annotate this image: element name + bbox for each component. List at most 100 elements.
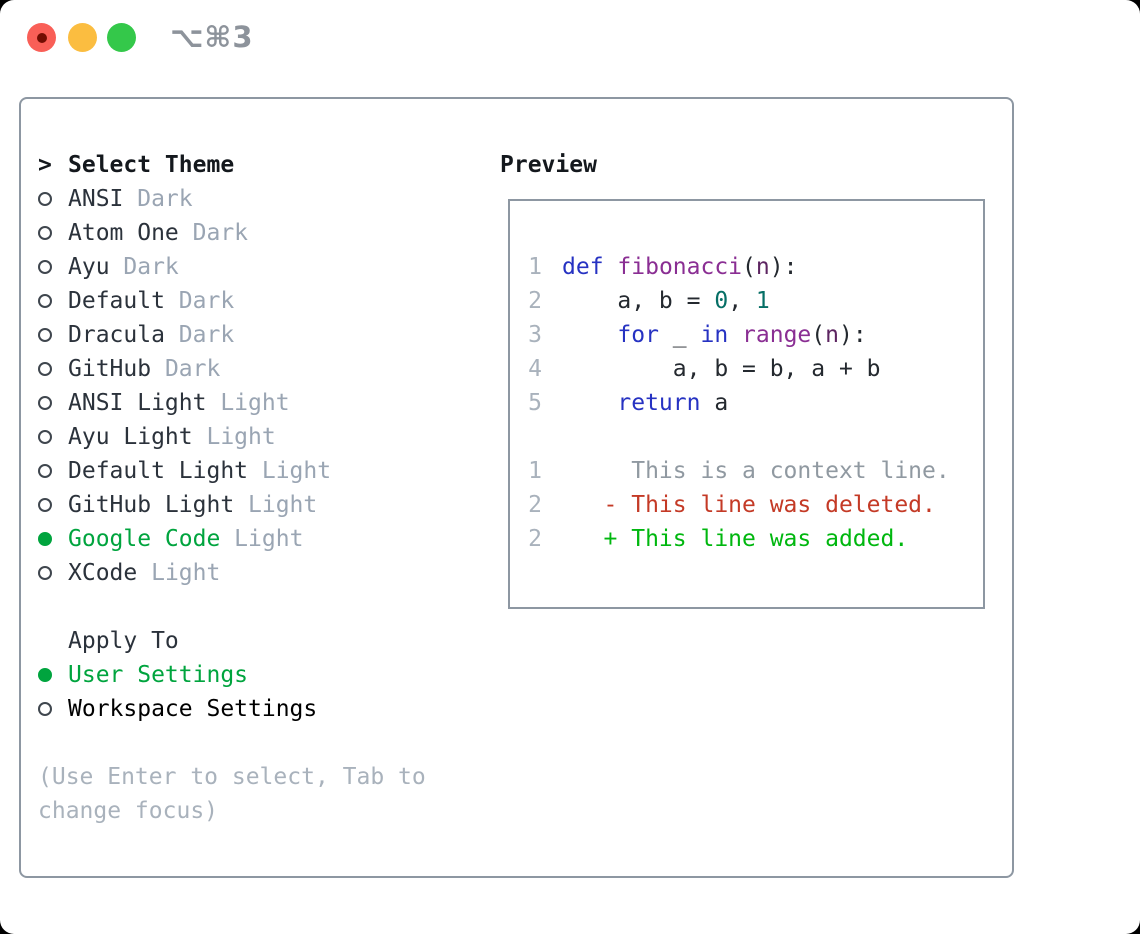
line-number: 4 (528, 356, 542, 382)
theme-option[interactable]: Atom One Dark (38, 216, 331, 250)
theme-option[interactable]: Ayu Light Light (38, 420, 331, 454)
radio-icon (38, 396, 52, 410)
preview-line: 5 return a (528, 386, 950, 420)
apply-radio (38, 702, 68, 716)
theme-radio (38, 226, 68, 240)
code-token (728, 322, 742, 348)
theme-radio (38, 294, 68, 308)
theme-option[interactable]: Default Dark (38, 284, 331, 318)
theme-name: Default Light (68, 458, 249, 484)
radio-icon (38, 328, 52, 342)
theme-name: GitHub Light (68, 492, 235, 518)
theme-name: Atom One (68, 220, 179, 246)
theme-radio (38, 260, 68, 274)
line-number: 1 (528, 458, 542, 484)
code-token: _ (658, 322, 701, 348)
line-number: 2 (528, 526, 542, 552)
theme-variant: Light (137, 560, 221, 586)
radio-icon (38, 464, 52, 478)
select-theme-label: Select Theme (68, 152, 235, 178)
line-number: 3 (528, 322, 542, 348)
theme-option[interactable]: Default Light Light (38, 454, 331, 488)
preview-line: 2 a, b = 0, 1 (528, 284, 950, 318)
code-token: ): (769, 254, 798, 280)
radio-icon (38, 192, 52, 206)
hint-text: (Use Enter to select, Tab to change focu… (38, 764, 426, 824)
preview-line: 2 - This line was deleted. (528, 488, 950, 522)
radio-selected-icon (38, 668, 52, 682)
theme-option[interactable]: ANSI Light Light (38, 386, 331, 420)
code-token: return (617, 390, 701, 416)
radio-icon (38, 498, 52, 512)
theme-radio (38, 362, 68, 376)
theme-radio (38, 566, 68, 580)
minimize-button[interactable] (68, 23, 97, 52)
theme-option[interactable]: GitHub Dark (38, 352, 331, 386)
theme-variant: Light (192, 424, 276, 450)
apply-option[interactable]: User Settings (38, 658, 317, 692)
code-token: a (700, 390, 729, 416)
code-token: , (728, 288, 756, 314)
code-token (562, 390, 617, 416)
radio-icon (38, 294, 52, 308)
line-number: 1 (528, 254, 542, 280)
apply-option[interactable]: Workspace Settings (38, 692, 317, 726)
theme-variant: Dark (109, 254, 179, 280)
close-dot-icon (36, 32, 47, 43)
select-theme-header: > Select Theme (38, 148, 331, 182)
code-token: ( (811, 322, 826, 348)
code-token: - This line was deleted. (562, 492, 936, 518)
theme-variant: Dark (151, 356, 221, 382)
zoom-button[interactable] (107, 23, 136, 52)
radio-icon (38, 566, 52, 580)
theme-radio (38, 328, 68, 342)
preview-line: 4 a, b = b, a + b (528, 352, 950, 386)
preview-label: Preview (500, 152, 597, 178)
preview-line: 1 This is a context line. (528, 454, 950, 488)
radio-icon (38, 362, 52, 376)
code-token: in (700, 322, 729, 348)
code-token: a, b = (562, 288, 715, 314)
radio-icon (38, 226, 52, 240)
code-token: This is a context line. (562, 458, 950, 484)
theme-name: Ayu Light (68, 424, 193, 450)
theme-variant: Light (220, 526, 304, 552)
theme-option[interactable]: ANSI Dark (38, 182, 331, 216)
code-token: a, b = b, a + b (562, 356, 881, 382)
theme-name: GitHub (68, 356, 152, 382)
radio-icon (38, 430, 52, 444)
theme-variant: Dark (123, 186, 193, 212)
theme-radio (38, 532, 68, 546)
theme-variant: Dark (164, 322, 235, 348)
theme-option[interactable]: Dracula Dark (38, 318, 331, 352)
theme-option[interactable]: Ayu Dark (38, 250, 331, 284)
theme-name: ANSI Light (68, 390, 207, 416)
theme-variant: Dark (178, 220, 249, 246)
code-token: for (617, 322, 659, 348)
line-number: 5 (528, 390, 542, 416)
theme-radio (38, 464, 68, 478)
theme-name: Google Code (68, 526, 221, 552)
code-token: 1 (755, 288, 770, 314)
line-number: 2 (528, 288, 542, 314)
apply-to-label: Apply To (68, 628, 179, 654)
cursor-icon: > (38, 152, 52, 178)
theme-variant: Light (248, 458, 332, 484)
theme-option[interactable]: XCode Light (38, 556, 331, 590)
radio-selected-icon (38, 532, 52, 546)
theme-option[interactable]: Google Code Light (38, 522, 331, 556)
preview-line (528, 420, 950, 454)
apply-option-name: Workspace Settings (68, 696, 318, 722)
theme-variant: Light (206, 390, 290, 416)
code-token: def (562, 254, 604, 280)
theme-option[interactable]: GitHub Light Light (38, 488, 331, 522)
apply-radio (38, 668, 68, 682)
close-button[interactable] (27, 23, 56, 52)
theme-name: XCode (68, 560, 138, 586)
